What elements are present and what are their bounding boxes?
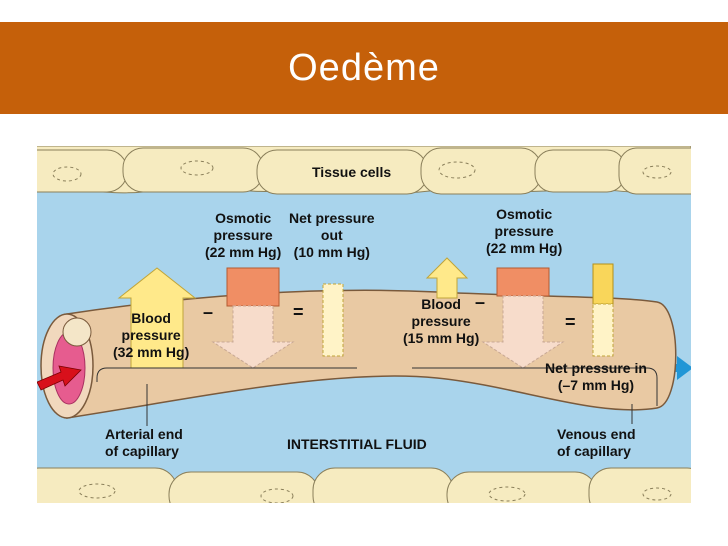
arterial-net-out-label: Net pressure out (10 mm Hg) (289, 210, 375, 260)
venous-osmotic-block (496, 267, 550, 297)
arterial-osmotic-label: Osmotic pressure (22 mm Hg) (205, 210, 282, 260)
arterial-osmotic-block (226, 267, 280, 307)
arterial-equals-sign: = (293, 302, 304, 322)
venous-bracket (412, 367, 658, 406)
endothelial-cell (62, 317, 92, 347)
diagram-canvas (37, 146, 691, 503)
arterial-minus-sign: – (203, 302, 214, 322)
venous-osmotic-label: Osmotic pressure (22 mm Hg) (486, 206, 563, 256)
venous-equals-sign: = (565, 312, 576, 332)
venous-net-in-block (592, 263, 614, 305)
venous-net-in-trace (592, 303, 614, 357)
venous-blood-pressure-arrow (425, 257, 469, 299)
interstitial-fluid-label: INTERSTITIAL FLUID (287, 436, 427, 452)
arterial-end-label: Arterial end of capillary (105, 426, 183, 459)
arterial-bracket (96, 367, 357, 382)
slide-title: Oedème (288, 47, 440, 89)
arterial-inflow-arrow (37, 365, 82, 391)
capillary-diagram: Tissue cells Osmotic pressure (22 mm Hg)… (37, 146, 691, 503)
arterial-osmotic-arrow (211, 305, 295, 369)
venous-minus-sign: – (475, 292, 486, 312)
venous-osmotic-arrow (481, 295, 565, 369)
tissue-cells-label: Tissue cells (312, 164, 392, 180)
arterial-blood-pressure-label: Blood pressure (32 mm Hg) (113, 310, 190, 360)
arterial-net-out-block (322, 283, 344, 357)
venous-blood-pressure-label: Blood pressure (15 mm Hg) (403, 296, 480, 346)
arterial-blood-pressure-arrow (117, 267, 197, 369)
tissue-cells-bottom (37, 467, 691, 503)
venous-net-in-label: Net pressure in (–7 mm Hg) (545, 360, 647, 393)
title-bar: Oedème (0, 22, 728, 114)
tissue-cells-top (37, 146, 691, 195)
venous-end-label: Venous end of capillary (557, 426, 636, 459)
